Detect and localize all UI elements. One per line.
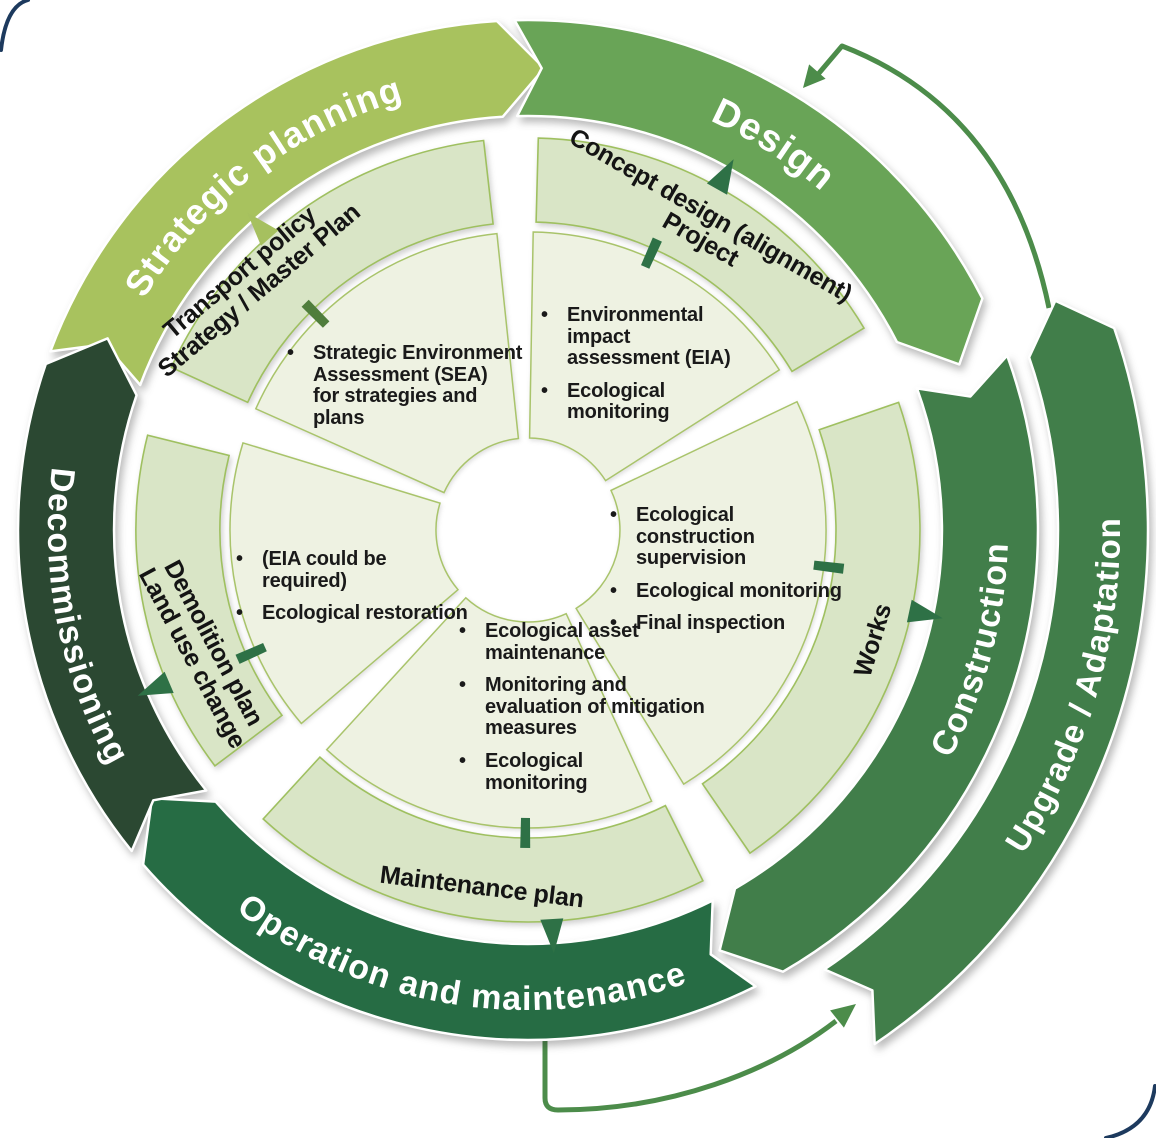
arc-construction [718,354,1040,973]
list-item: • Ecological restoration [236,602,468,625]
feedback-arrows [542,43,1052,1113]
upgrade-to-design-arrow [812,43,1052,309]
wedge-text-design: • Environmental impact assessment (EIA) … [541,304,741,435]
connector-strategic-outer [247,212,279,246]
wedge-design [528,231,781,482]
operation-to-upgrade-arrowhead [830,1004,856,1028]
bullet-icon: • [287,342,294,364]
bullet-icon: • [541,379,548,402]
list-item: • Ecological construction supervision [610,504,755,570]
connector-strategic-inner [301,299,330,328]
bullet-icon: • [236,602,243,625]
wedge-text-decommissioning: • (EIA could be required) • Ecological r… [236,548,471,636]
list-item: • Strategic Environment Assessment (SEA)… [287,342,523,429]
list-item: • Ecological monitoring [610,579,842,602]
outer-ring [16,18,1150,1046]
list-item: • Ecological monitoring [541,379,670,424]
connector-construction-outer [906,599,943,623]
list-item: • Monitoring and evaluation of mitigatio… [459,674,705,740]
connector-construction-inner [813,560,845,574]
bullet-icon: • [236,548,243,570]
corner-frame-top-left [0,0,30,52]
operation-to-upgrade-arrow [542,1019,838,1113]
band-works [701,401,921,855]
bullet-icon: • [610,579,617,602]
wedge-text-strategic: • Strategic Environment Assessment (SEA)… [287,342,532,440]
wedge-text-operation: • Ecological asset maintenance • Monitor… [459,620,714,805]
middle-ring [135,137,921,923]
bullet-icon: • [610,612,617,635]
bullet-icon: • [459,749,466,772]
arc-design [513,18,984,366]
bullet-icon: • [459,674,466,697]
arc-decommissioning [16,337,208,853]
wedge-text-construction: • Ecological construction supervision • … [610,504,850,646]
connector-decommissioning-inner [235,643,267,664]
list-item: • Ecological monitoring [459,749,588,794]
list-item: • Environmental impact assessment (EIA) [541,304,731,370]
wedge-construction [575,400,827,786]
connector-decommissioning-outer [137,671,174,696]
bullet-icon: • [610,504,617,526]
inner-ring [229,231,827,829]
upgrade-to-design-arrowhead [803,64,826,88]
bullet-icon: • [541,304,548,326]
arc-strategic-planning [49,19,546,387]
wedge-decommissioning [229,441,460,725]
arc-upgrade-adaptation [823,299,1150,1046]
connector-design-inner [641,237,662,269]
connector-operation-outer [540,918,564,954]
arc-operation-maintenance [141,797,757,1042]
connector-operation-inner [520,817,531,848]
list-item: • (EIA could be required) [236,548,387,592]
list-item: • Ecological asset maintenance [459,620,639,664]
list-item: • Final inspection [610,612,786,635]
ring-connectors [137,159,943,954]
band-demolition-plan [135,434,284,768]
connector-design-outer [706,159,734,195]
corner-frame-bottom-right [1104,1084,1156,1138]
band-concept-design [535,137,866,373]
wedge-strategic [254,232,520,494]
wedge-operation [325,596,653,829]
band-transport-policy [170,139,494,404]
bullet-icon: • [459,620,466,642]
